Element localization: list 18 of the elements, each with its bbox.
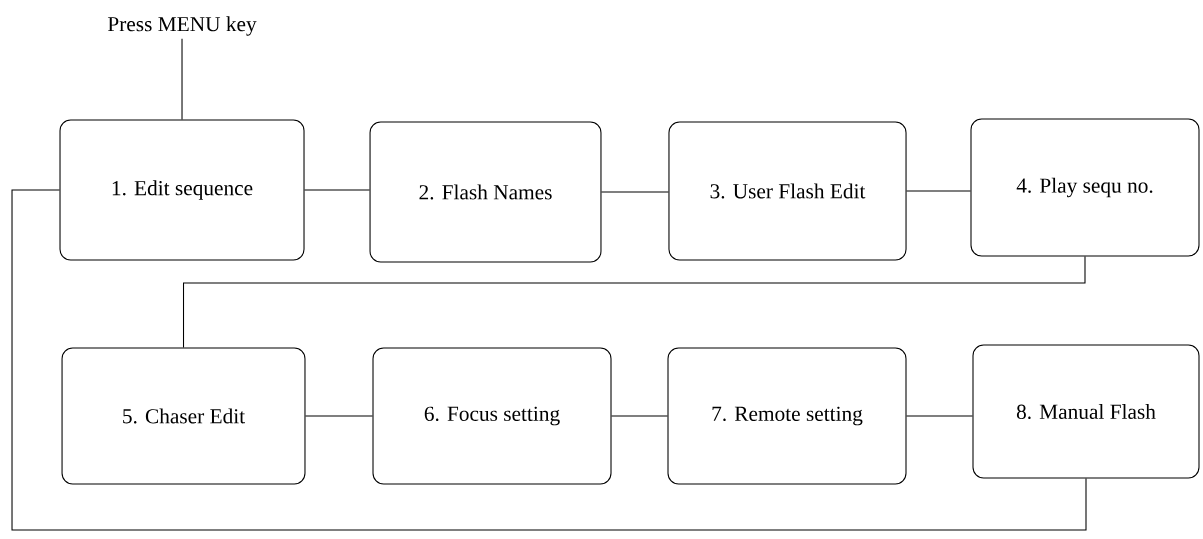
connector-line: [600, 191, 669, 193]
menu-box: 5. Chaser Edit: [61, 347, 306, 485]
connector-line: [611, 415, 668, 417]
menu-box: 2. Flash Names: [369, 121, 602, 263]
menu-box: 1. Edit sequence: [59, 119, 305, 261]
connector-line: [181, 38, 183, 120]
connector-line: [183, 256, 1086, 348]
connector-line: [11, 189, 1087, 531]
menu-box: 3. User Flash Edit: [668, 121, 907, 261]
connector-line: [906, 190, 971, 192]
menu-box: 8. Manual Flash: [972, 344, 1200, 479]
connector-line: [906, 415, 973, 417]
connector-line: [304, 415, 373, 417]
menu-box: 7. Remote setting: [667, 347, 907, 485]
instruction-text: Press MENU key: [107, 16, 257, 36]
menu-box: 4. Play sequ no.: [970, 118, 1200, 257]
menu-box: 6. Focus setting: [372, 347, 612, 485]
connector-line: [304, 189, 371, 191]
